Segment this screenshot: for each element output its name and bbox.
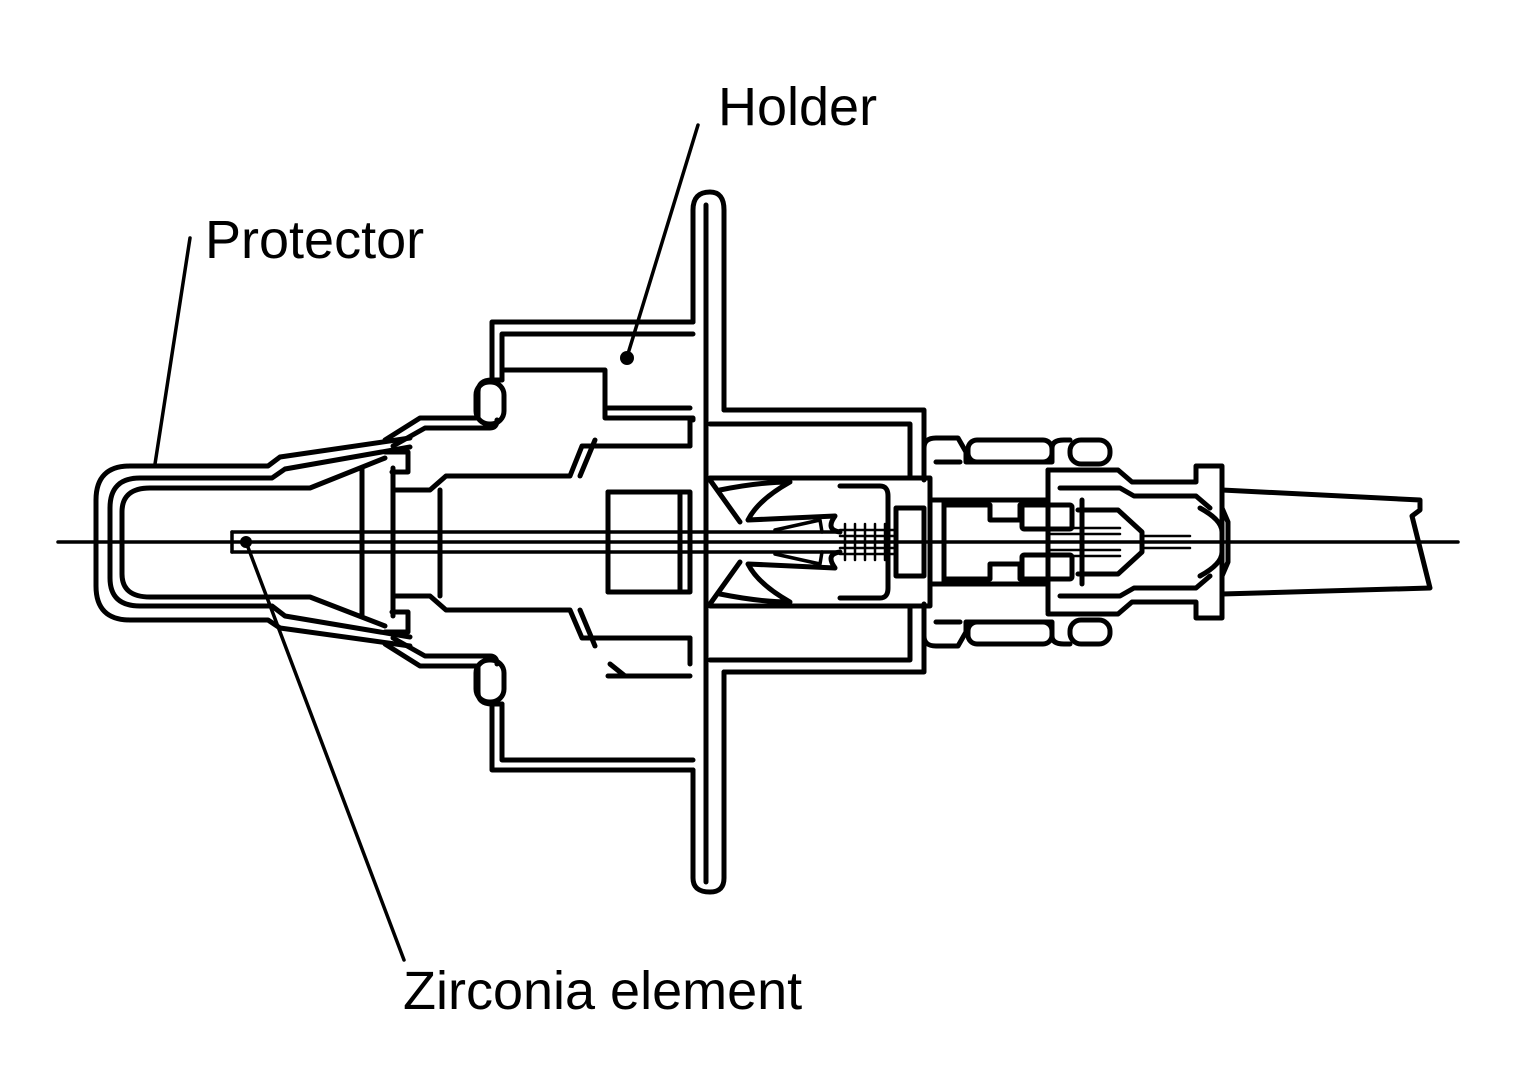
zirconia-leader-line <box>244 540 406 962</box>
holder-leader-line <box>625 123 700 359</box>
holder-body <box>382 189 727 895</box>
holder-label: Holder <box>718 77 878 137</box>
holder-leader-dot <box>620 351 634 365</box>
sensor-cable <box>1197 487 1433 597</box>
wire-grommet <box>921 435 1225 649</box>
protector-label: Protector <box>205 210 425 270</box>
protector-shell <box>93 435 413 649</box>
terminal-housing <box>707 407 933 675</box>
zirconia-element-label: Zirconia element <box>403 961 803 1021</box>
protector-leader-line <box>153 236 192 466</box>
